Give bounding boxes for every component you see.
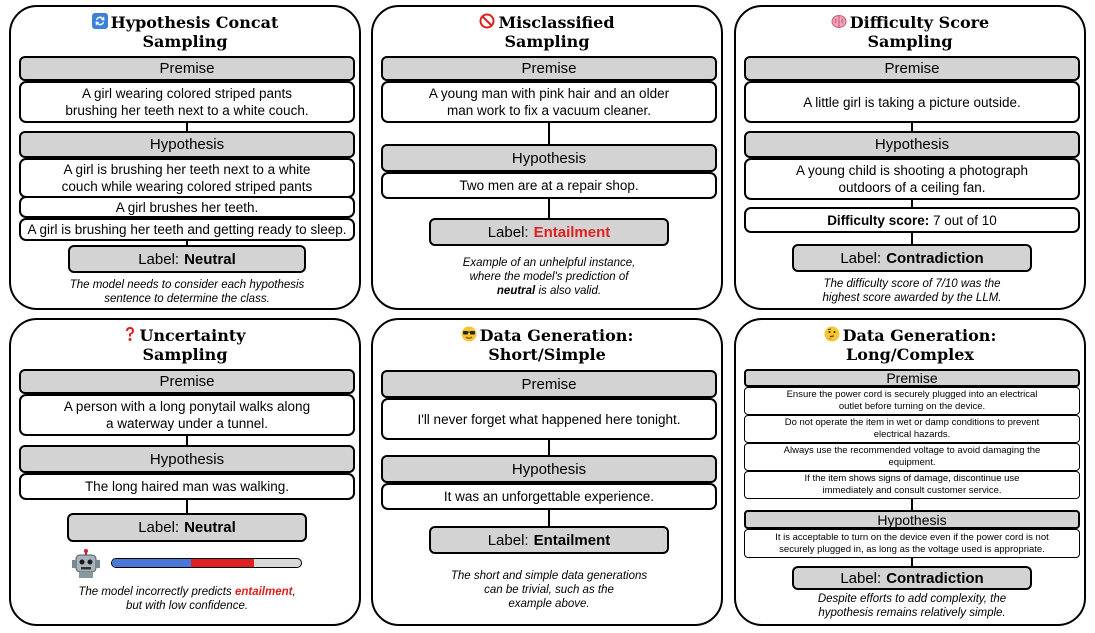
connector [911,558,913,567]
question-mark-icon [124,326,136,346]
confidence-bar-red-segment [191,559,254,567]
hypothesis-header: Hypothesis [19,445,355,473]
hypothesis-header: Hypothesis [744,510,1080,529]
panel-misclassified: Misclassified Sampling Premise A young m… [371,5,723,310]
caption: Example of an unhelpful instance,where t… [462,257,636,297]
label-box: Label:Neutral [68,245,306,273]
premise-box-2: Do not operate the item in wet or damp c… [744,415,1080,443]
caption: The model incorrectly predicts entailmen… [78,586,296,612]
hypothesis-header: Hypothesis [381,144,717,172]
hypothesis-box-1: A girl is brushing her teeth next to a w… [19,158,355,198]
label-box: Label:Contradiction [792,244,1032,272]
connector [186,241,188,247]
panel-data-generation-long: Data Generation: Long/Complex Premise En… [734,318,1086,626]
connector [911,123,913,133]
hypothesis-box-3: A girl is brushing her teeth and getting… [19,218,355,241]
premise-box-3: Always use the recommended voltage to av… [744,443,1080,471]
hypothesis-header: Hypothesis [381,455,717,483]
premise-header: Premise [381,370,717,398]
label-box: Label:Neutral [67,513,307,542]
panel-title: Data Generation: Long/Complex [736,326,1084,364]
hypothesis-header: Hypothesis [744,131,1080,158]
caption: The model needs to consider each hypothe… [69,279,305,305]
connector [186,500,188,514]
confidence-bar-blue-segment [112,559,192,567]
connector [186,436,188,446]
cool-face-icon [461,326,477,346]
hypothesis-box: It is acceptable to turn on the device e… [744,529,1080,558]
difficulty-score-box: Difficulty score: 7 out of 10 [744,207,1080,233]
hypothesis-box: Two men are at a repair shop. [381,172,717,199]
panel-title: Data Generation: Short/Simple [373,326,721,364]
premise-header: Premise [381,56,717,81]
premise-box-1: Ensure the power cord is securely plugge… [744,387,1080,415]
connector [548,440,550,456]
premise-header: Premise [19,369,355,394]
premise-box-4: If the item shows signs of damage, disco… [744,471,1080,499]
panel-uncertainty: Uncertainty Sampling Premise A person wi… [9,318,361,626]
connector [548,199,550,219]
premise-box: A little girl is taking a picture outsid… [744,81,1080,123]
hypothesis-box: It was an unforgettable experience. [381,483,717,510]
connector [911,233,913,245]
hypothesis-header: Hypothesis [19,131,355,158]
confidence-bar [111,558,302,568]
connector [186,123,188,133]
label-box: Label:Entailment [429,218,669,246]
premise-header: Premise [19,56,355,81]
label-box: Label:Entailment [429,526,669,554]
panel-data-generation-short: Data Generation: Short/Simple Premise I'… [371,318,723,626]
panel-difficulty-score: Difficulty Score Sampling Premise A litt… [734,5,1086,310]
hypothesis-box-2: A girl brushes her teeth. [19,196,355,218]
panel-title: Difficulty Score Sampling [736,13,1084,51]
premise-header: Premise [744,369,1080,387]
panel-hypothesis-concat: Hypothesis Concat Sampling Premise A gir… [9,5,361,310]
connector [911,499,913,511]
premise-box: I'll never forget what happened here ton… [381,398,717,440]
prohibited-icon [479,13,495,33]
brain-icon [831,13,847,33]
hypothesis-box: The long haired man was walking. [19,473,355,500]
premise-header: Premise [744,56,1080,81]
panel-title: Uncertainty Sampling [11,326,359,364]
thinking-face-icon [824,326,840,346]
connector [548,510,550,527]
robot-icon [71,549,101,579]
connector [911,200,913,208]
arrows-cycle-icon [91,13,108,33]
connector [548,123,550,145]
premise-box: A person with a long ponytail walks alon… [19,394,355,436]
panel-title: Hypothesis Concat Sampling [11,13,359,51]
panel-title: Misclassified Sampling [373,13,721,51]
label-box: Label:Contradiction [792,566,1032,590]
